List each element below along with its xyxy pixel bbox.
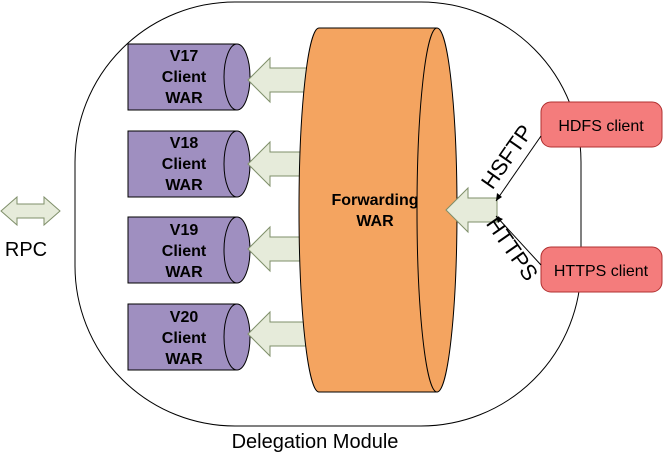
hsftp-arrowhead-icon (496, 193, 502, 201)
incoming-arrow-icon (445, 186, 498, 234)
delegation-module-label: Delegation Module (232, 431, 399, 453)
https-connector (495, 215, 542, 266)
client-war-v20-version: V20 (170, 309, 199, 326)
client-war-v20 (127, 303, 251, 371)
https-client-label: HTTPS client (554, 263, 649, 280)
hdfs-client-box (540, 101, 663, 148)
rpc-double-arrow-icon (0, 195, 61, 227)
client-war-v18-version: V18 (170, 135, 199, 152)
client-war-v18-client: Client (162, 156, 207, 173)
client-war-v19-war: WAR (165, 264, 203, 281)
client-war-v20-war: WAR (165, 351, 203, 368)
client-war-v17-war: WAR (165, 90, 203, 107)
client-war-v19 (127, 216, 251, 284)
https-arrowhead-icon (496, 216, 503, 223)
client-war-v19-client: Client (162, 243, 207, 260)
forwarding-war-line2: WAR (356, 213, 394, 230)
https-client-box (540, 246, 663, 293)
hsftp-connector (495, 135, 542, 202)
forwarding-war-cylinder (298, 27, 458, 393)
client-war-v17-client: Client (162, 69, 207, 86)
hdfs-client-label: HDFS client (558, 118, 644, 135)
forwarding-war-line1: Forwarding (331, 192, 418, 209)
client-war-v18-war: WAR (165, 177, 203, 194)
rpc-label: RPC (5, 239, 47, 261)
client-war-v20-client: Client (162, 330, 207, 347)
client-war-v17-version: V17 (170, 48, 199, 65)
client-war-v19-version: V19 (170, 222, 199, 239)
